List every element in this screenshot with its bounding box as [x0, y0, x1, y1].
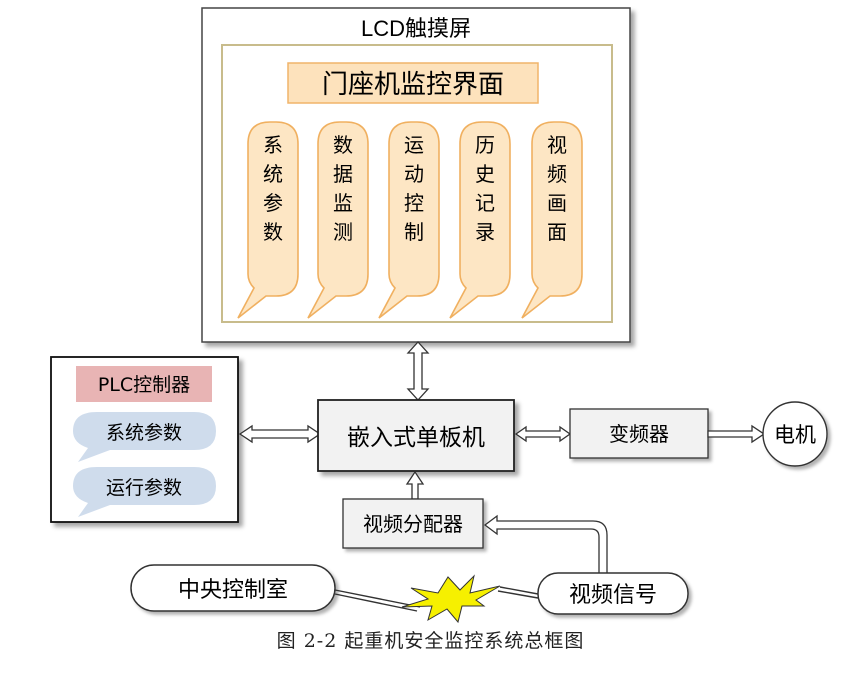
inverter-motor-arrow: [707, 424, 766, 444]
plc-sbc-link-arrow: [238, 424, 322, 444]
motor-circle: 电机: [762, 401, 828, 467]
motor-label: 电机: [774, 423, 816, 447]
module-callout: 历史记录: [449, 121, 511, 319]
plc-title: PLC控制器: [98, 374, 190, 396]
lcd-sbc-link-arrow: [406, 341, 430, 401]
module-callout: 系统参数: [237, 121, 299, 319]
video-signal-label: 视频信号: [569, 583, 657, 608]
video-signal-node: 视频信号: [537, 572, 689, 615]
lightning-spark-icon: [401, 574, 501, 624]
video-signal-splitter-arrow: [483, 514, 608, 575]
central-control-room: 中央控制室: [130, 564, 336, 612]
inverter-box: 变频器: [569, 408, 709, 459]
video-splitter-box: 视频分配器: [342, 498, 484, 549]
splitter-label: 视频分配器: [363, 512, 463, 536]
module-label: 运动控制: [404, 133, 424, 244]
splitter-sbc-arrow: [405, 470, 425, 500]
lcd-title: LCD触摸屏: [361, 16, 471, 41]
module-label: 视频画面: [547, 133, 567, 244]
module-label: 系统参数: [263, 133, 283, 244]
control-room-label: 中央控制室: [178, 578, 288, 603]
plc-item-system-params: 系统参数: [73, 412, 216, 462]
plc-item-label: 运行参数: [106, 477, 182, 499]
lcd-touchscreen: LCD触摸屏 门座机监控界面 系统参数 数据监测 运动控制 历史记录 视频画面: [201, 7, 631, 343]
sbc-inverter-link-arrow: [514, 425, 572, 443]
module-callout: 数据监测: [307, 121, 369, 319]
panel-title: 门座机监控界面: [322, 70, 504, 100]
figure-caption: 图 2-2 起重机安全监控系统总框图: [276, 630, 585, 652]
module-label: 数据监测: [333, 133, 353, 244]
module-label: 历史记录: [475, 133, 495, 244]
module-callout: 运动控制: [378, 121, 440, 319]
embedded-sbc-box: 嵌入式单板机: [317, 399, 515, 472]
wireless-link: [334, 574, 539, 624]
plc-item-run-params: 运行参数: [73, 467, 216, 517]
plc-item-label: 系统参数: [106, 422, 182, 444]
plc-controller: PLC控制器 系统参数 运行参数: [50, 356, 239, 523]
inverter-label: 变频器: [609, 422, 669, 446]
sbc-label: 嵌入式单板机: [347, 425, 485, 451]
module-callout: 视频画面: [521, 121, 583, 319]
